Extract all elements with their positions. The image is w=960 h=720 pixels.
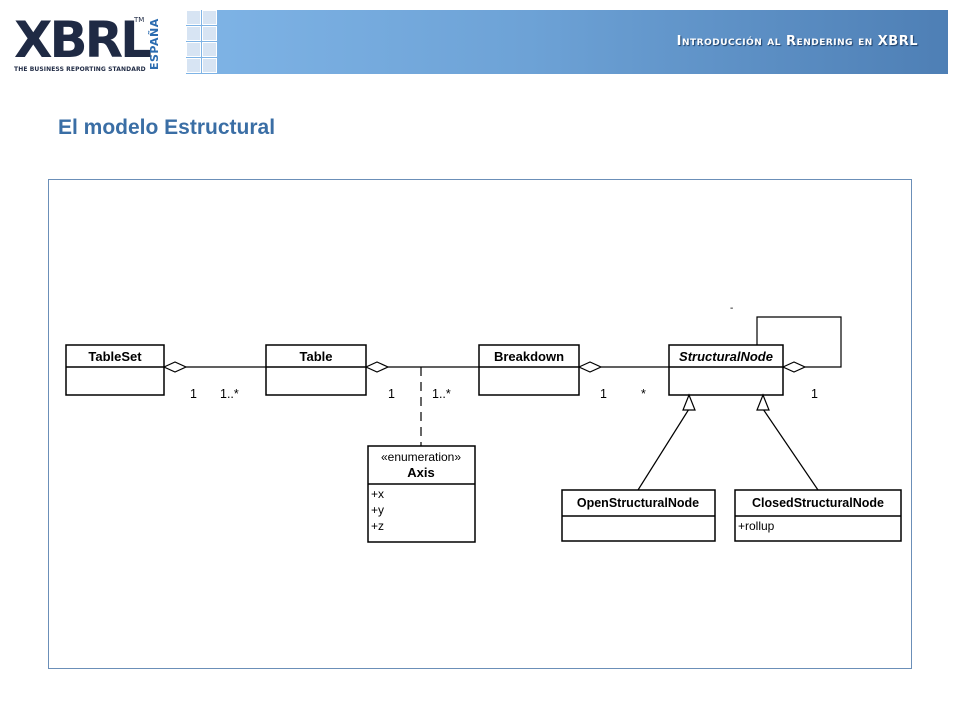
xbrl-logo: XBRL TM THE BUSINESS REPORTING STANDARD … xyxy=(10,10,175,76)
logo-trademark: TM xyxy=(134,16,145,24)
assoc-table-breakdown xyxy=(364,361,479,373)
class-axis-name: Axis xyxy=(407,465,434,480)
mult-table-breakdown-left: 1 xyxy=(388,387,395,401)
mult-node-self: 1 xyxy=(811,387,818,401)
class-breakdown: Breakdown xyxy=(478,344,580,396)
class-closedstructuralnode: ClosedStructuralNode +rollup xyxy=(734,489,902,542)
mult-tableset-table-left: 1 xyxy=(190,387,197,401)
class-breakdown-name: Breakdown xyxy=(494,349,564,364)
mult-table-breakdown-right: 1..* xyxy=(432,387,451,401)
mult-breakdown-node-right: * xyxy=(641,387,646,401)
mult-breakdown-node-left: 1 xyxy=(600,387,607,401)
closed-attr-rollup: +rollup xyxy=(738,519,775,533)
class-table: Table xyxy=(265,344,367,396)
mult-node-self-top: - xyxy=(730,303,733,314)
class-axis: «enumeration» Axis +x +y +z xyxy=(367,445,476,543)
mult-tableset-table-right: 1..* xyxy=(220,387,239,401)
class-structuralnode: StructuralNode xyxy=(668,344,784,396)
axis-attr-x: +x xyxy=(371,487,384,501)
assoc-breakdown-node xyxy=(577,361,669,373)
header-grid-decoration xyxy=(186,10,220,74)
axis-attr-z: +z xyxy=(371,519,384,533)
class-structuralnode-name: StructuralNode xyxy=(679,349,773,364)
diagram-frame: TableSet Table Breakdown StructuralNode … xyxy=(48,179,912,669)
class-open-name: OpenStructuralNode xyxy=(577,496,699,510)
logo-wordmark: XBRL xyxy=(14,11,152,69)
class-tableset-name: TableSet xyxy=(88,349,142,364)
assoc-tableset-table xyxy=(162,361,266,373)
axis-attr-y: +y xyxy=(371,503,384,517)
page-title: El modelo Estructural xyxy=(58,116,276,139)
header-banner: Introducción al Rendering en XBRL xyxy=(186,10,948,74)
class-table-name: Table xyxy=(300,349,333,364)
class-tableset: TableSet xyxy=(65,344,165,396)
assoc-node-self xyxy=(756,316,842,373)
class-closed-name: ClosedStructuralNode xyxy=(752,496,884,510)
generalization-open xyxy=(637,393,696,491)
generalization-closed xyxy=(756,393,819,491)
logo-tagline: THE BUSINESS REPORTING STANDARD xyxy=(14,66,146,73)
header-title: Introducción al Rendering en XBRL xyxy=(676,34,918,49)
uml-diagram: TableSet Table Breakdown StructuralNode … xyxy=(65,303,902,543)
class-axis-stereotype: «enumeration» xyxy=(381,450,461,464)
class-openstructuralnode: OpenStructuralNode xyxy=(561,489,716,542)
logo-country: ESPAÑA xyxy=(148,18,161,70)
